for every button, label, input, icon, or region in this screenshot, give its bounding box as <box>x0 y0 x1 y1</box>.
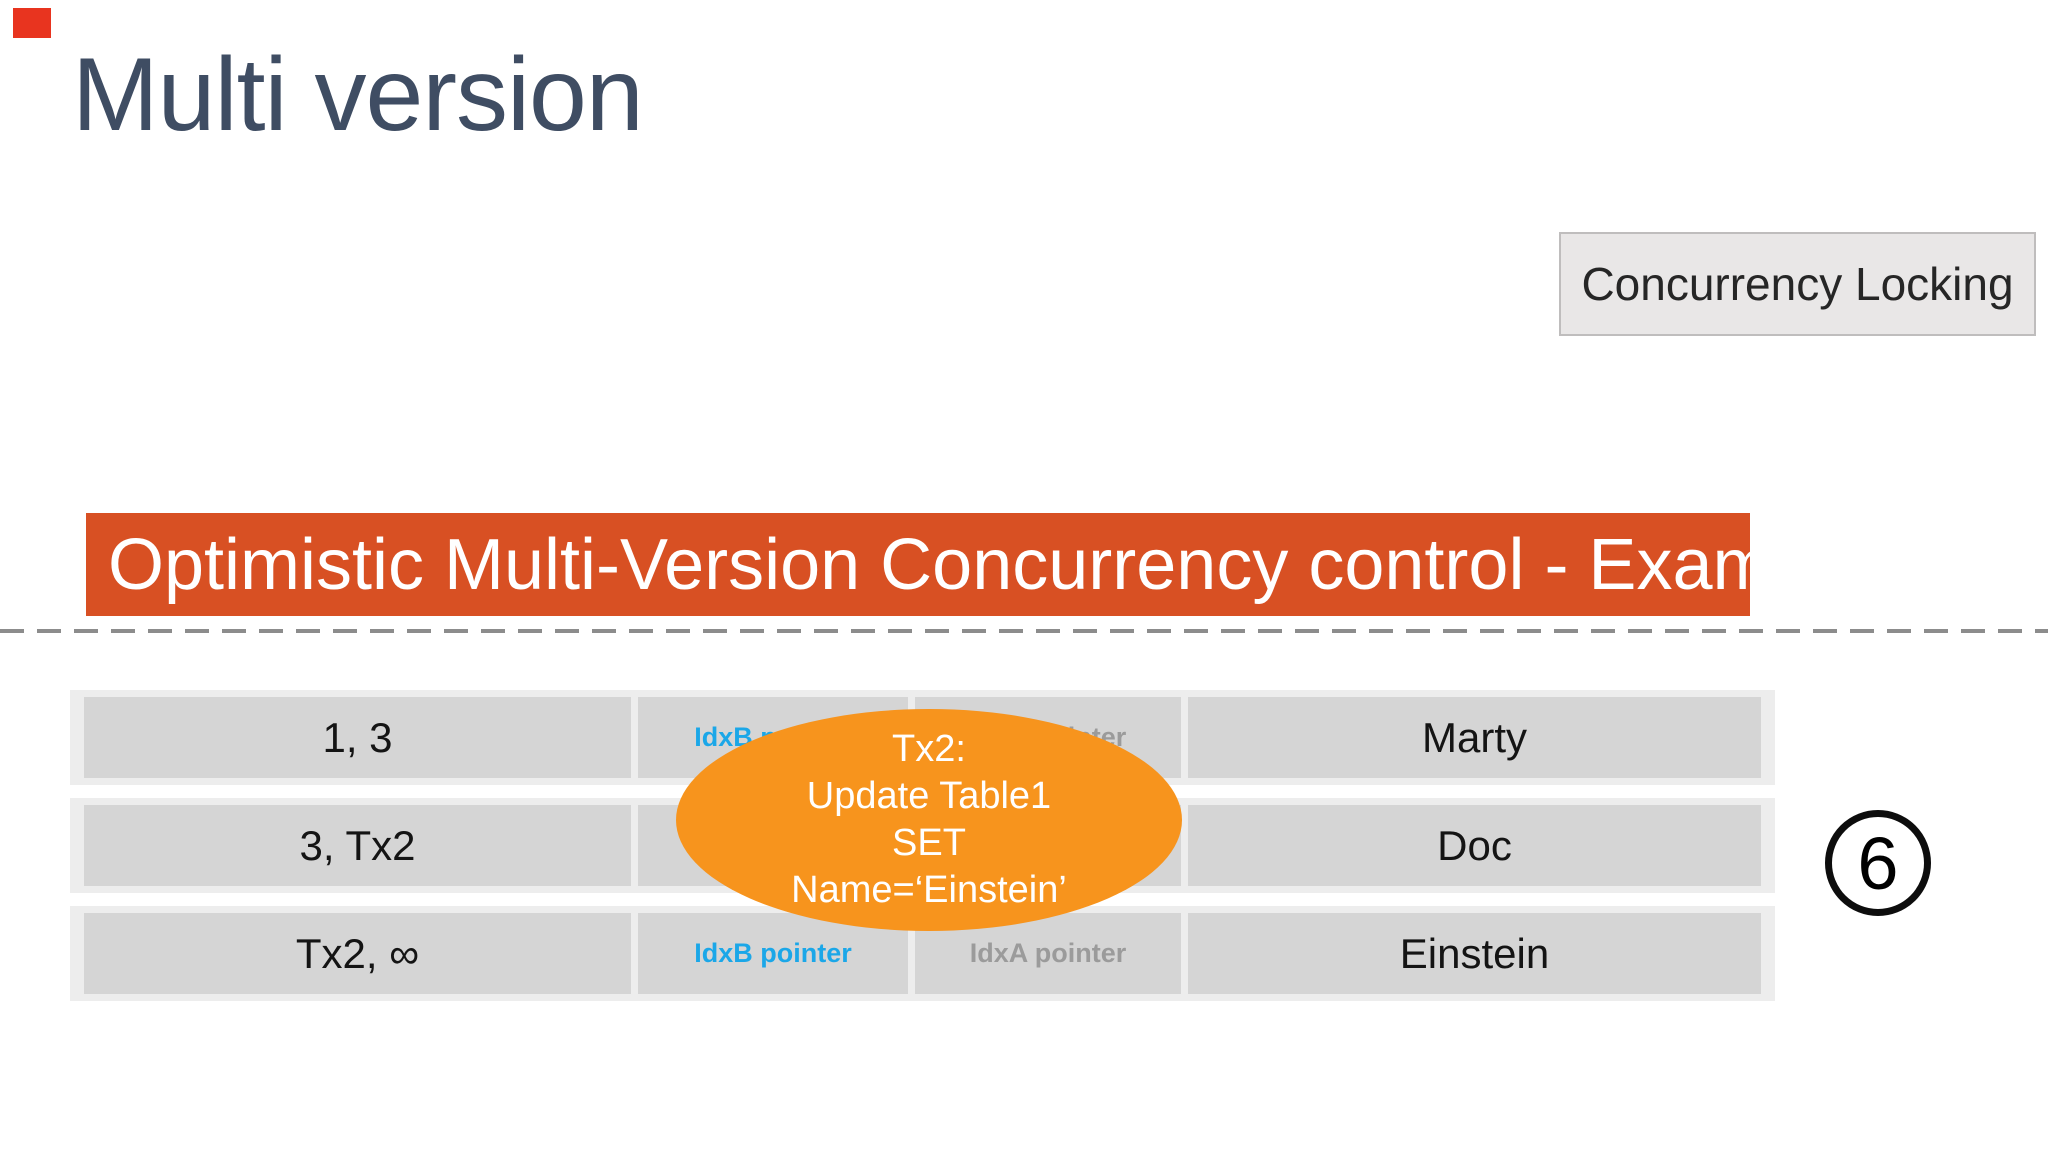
dashed-divider-line <box>0 629 2048 633</box>
name-cell: Einstein <box>1188 913 1761 994</box>
callout-line: Tx2: <box>892 728 966 770</box>
page-title: Multi version <box>72 37 644 153</box>
name-cell: Marty <box>1188 697 1761 778</box>
callout-line: SET <box>892 822 966 864</box>
section-banner-title: Optimistic Multi-Version Concurrency con… <box>108 524 1869 605</box>
name-cell: Doc <box>1188 805 1761 886</box>
red-corner-mark <box>13 8 51 38</box>
step-6-number: 6 <box>1857 821 1899 905</box>
version-range-cell: 1, 3 <box>84 697 631 778</box>
section-banner: Optimistic Multi-Version Concurrency con… <box>86 513 1869 616</box>
callout-line: Name=‘Einstein’ <box>791 869 1067 911</box>
callout-line: Update Table1 <box>806 775 1052 817</box>
table-row: 1, 3 IdxB pointer IdxA pointer Marty <box>70 690 1775 785</box>
version-range-cell: 3, Tx2 <box>84 805 631 886</box>
concurrency-locking-tag: Concurrency Locking <box>1559 232 2036 336</box>
tx2-update-callout-ellipse: Tx2: Update Table1 SET Name=‘Einstein’ <box>676 709 1182 931</box>
concurrency-locking-label: Concurrency Locking <box>1581 258 2014 310</box>
step-6-badge: 6 <box>1825 810 1931 916</box>
table-row: Tx2, ∞ IdxB pointer IdxA pointer Einstei… <box>70 906 1775 1001</box>
version-range-cell: Tx2, ∞ <box>84 913 631 994</box>
